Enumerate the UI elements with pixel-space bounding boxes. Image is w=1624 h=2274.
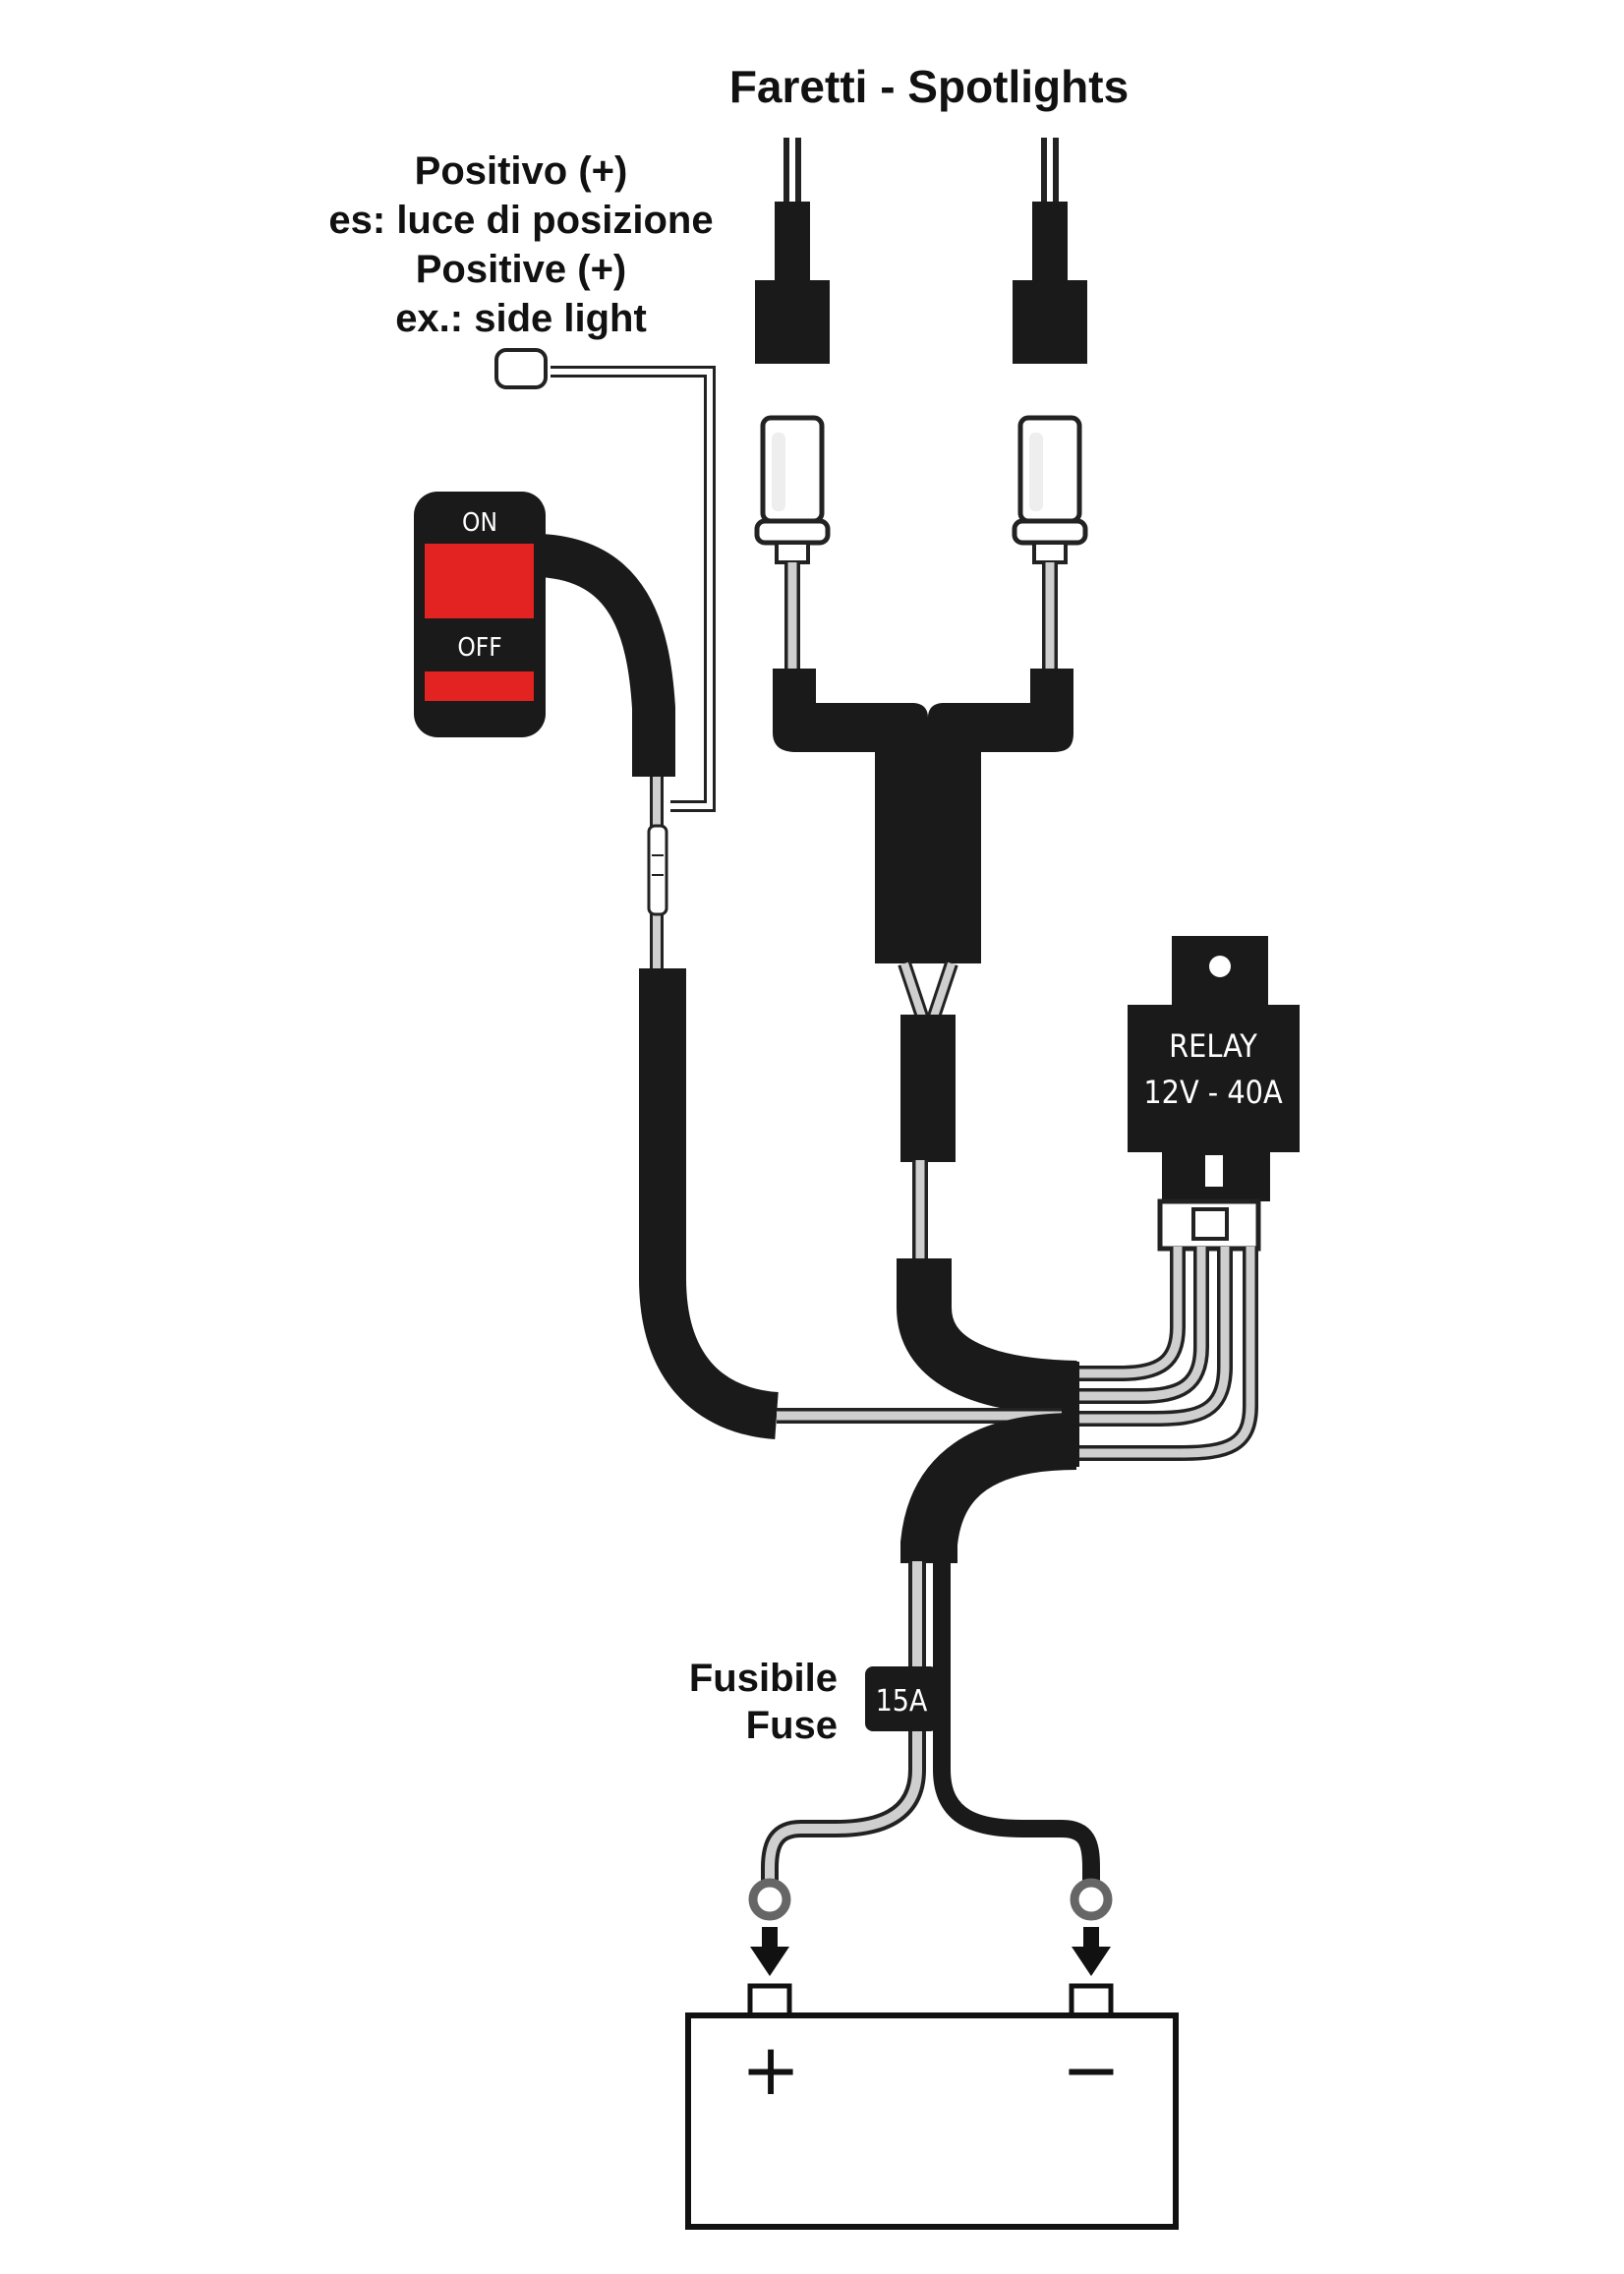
arrow-negative-icon	[1072, 1927, 1111, 1976]
relay-name: RELAY	[1169, 1027, 1257, 1065]
battery: + −	[685, 1983, 1179, 2230]
spotlight-y-harness	[773, 669, 1073, 1263]
relay-wires	[1072, 1247, 1258, 1461]
positive-example-it: es: luce di posizione	[328, 199, 713, 242]
label-group: Faretti - Spotlights Positivo (+) es: lu…	[328, 61, 1129, 1747]
switch-off-label: OFF	[457, 633, 501, 663]
positive-label-en: Positive (+)	[416, 248, 627, 291]
switch-off-pad	[425, 671, 534, 701]
battery-positive-sign: +	[741, 2028, 800, 2111]
relay-mount-hole	[1209, 956, 1231, 977]
spade-connector	[647, 824, 668, 916]
arrow-positive-icon	[750, 1927, 789, 1976]
positive-lead	[494, 348, 716, 812]
fuse-rating: 15A	[876, 1684, 928, 1719]
ring-terminal-negative	[1070, 1878, 1113, 1921]
relay-rating: 12V - 40A	[1143, 1074, 1283, 1111]
spotlight-feed-sheath	[897, 1258, 1077, 1416]
fuse-label-it: Fusibile	[689, 1657, 838, 1700]
battery-negative-sign: −	[1062, 2028, 1121, 2111]
switch-on-pad	[425, 544, 534, 618]
battery-wires	[761, 1561, 1100, 1883]
spotlights-title: Faretti - Spotlights	[729, 61, 1129, 112]
positive-connector	[494, 348, 548, 389]
ring-terminal-positive	[748, 1878, 791, 1921]
fuse: 15A	[865, 1666, 938, 1731]
relay: RELAY 12V - 40A	[1128, 936, 1300, 1252]
battery-body	[685, 2012, 1179, 2230]
spotlight-connector-left	[754, 138, 831, 678]
spotlight-connector-right	[1012, 138, 1088, 678]
switch-on-label: ON	[462, 508, 497, 538]
fuse-label-en: Fuse	[746, 1704, 838, 1747]
switch-wire	[647, 777, 668, 973]
positive-example-en: ex.: side light	[395, 297, 647, 340]
positive-label-it: Positivo (+)	[415, 149, 628, 193]
on-off-switch: ON OFF	[414, 492, 675, 777]
battery-harness	[900, 1362, 1079, 1563]
switch-harness	[639, 968, 780, 1439]
